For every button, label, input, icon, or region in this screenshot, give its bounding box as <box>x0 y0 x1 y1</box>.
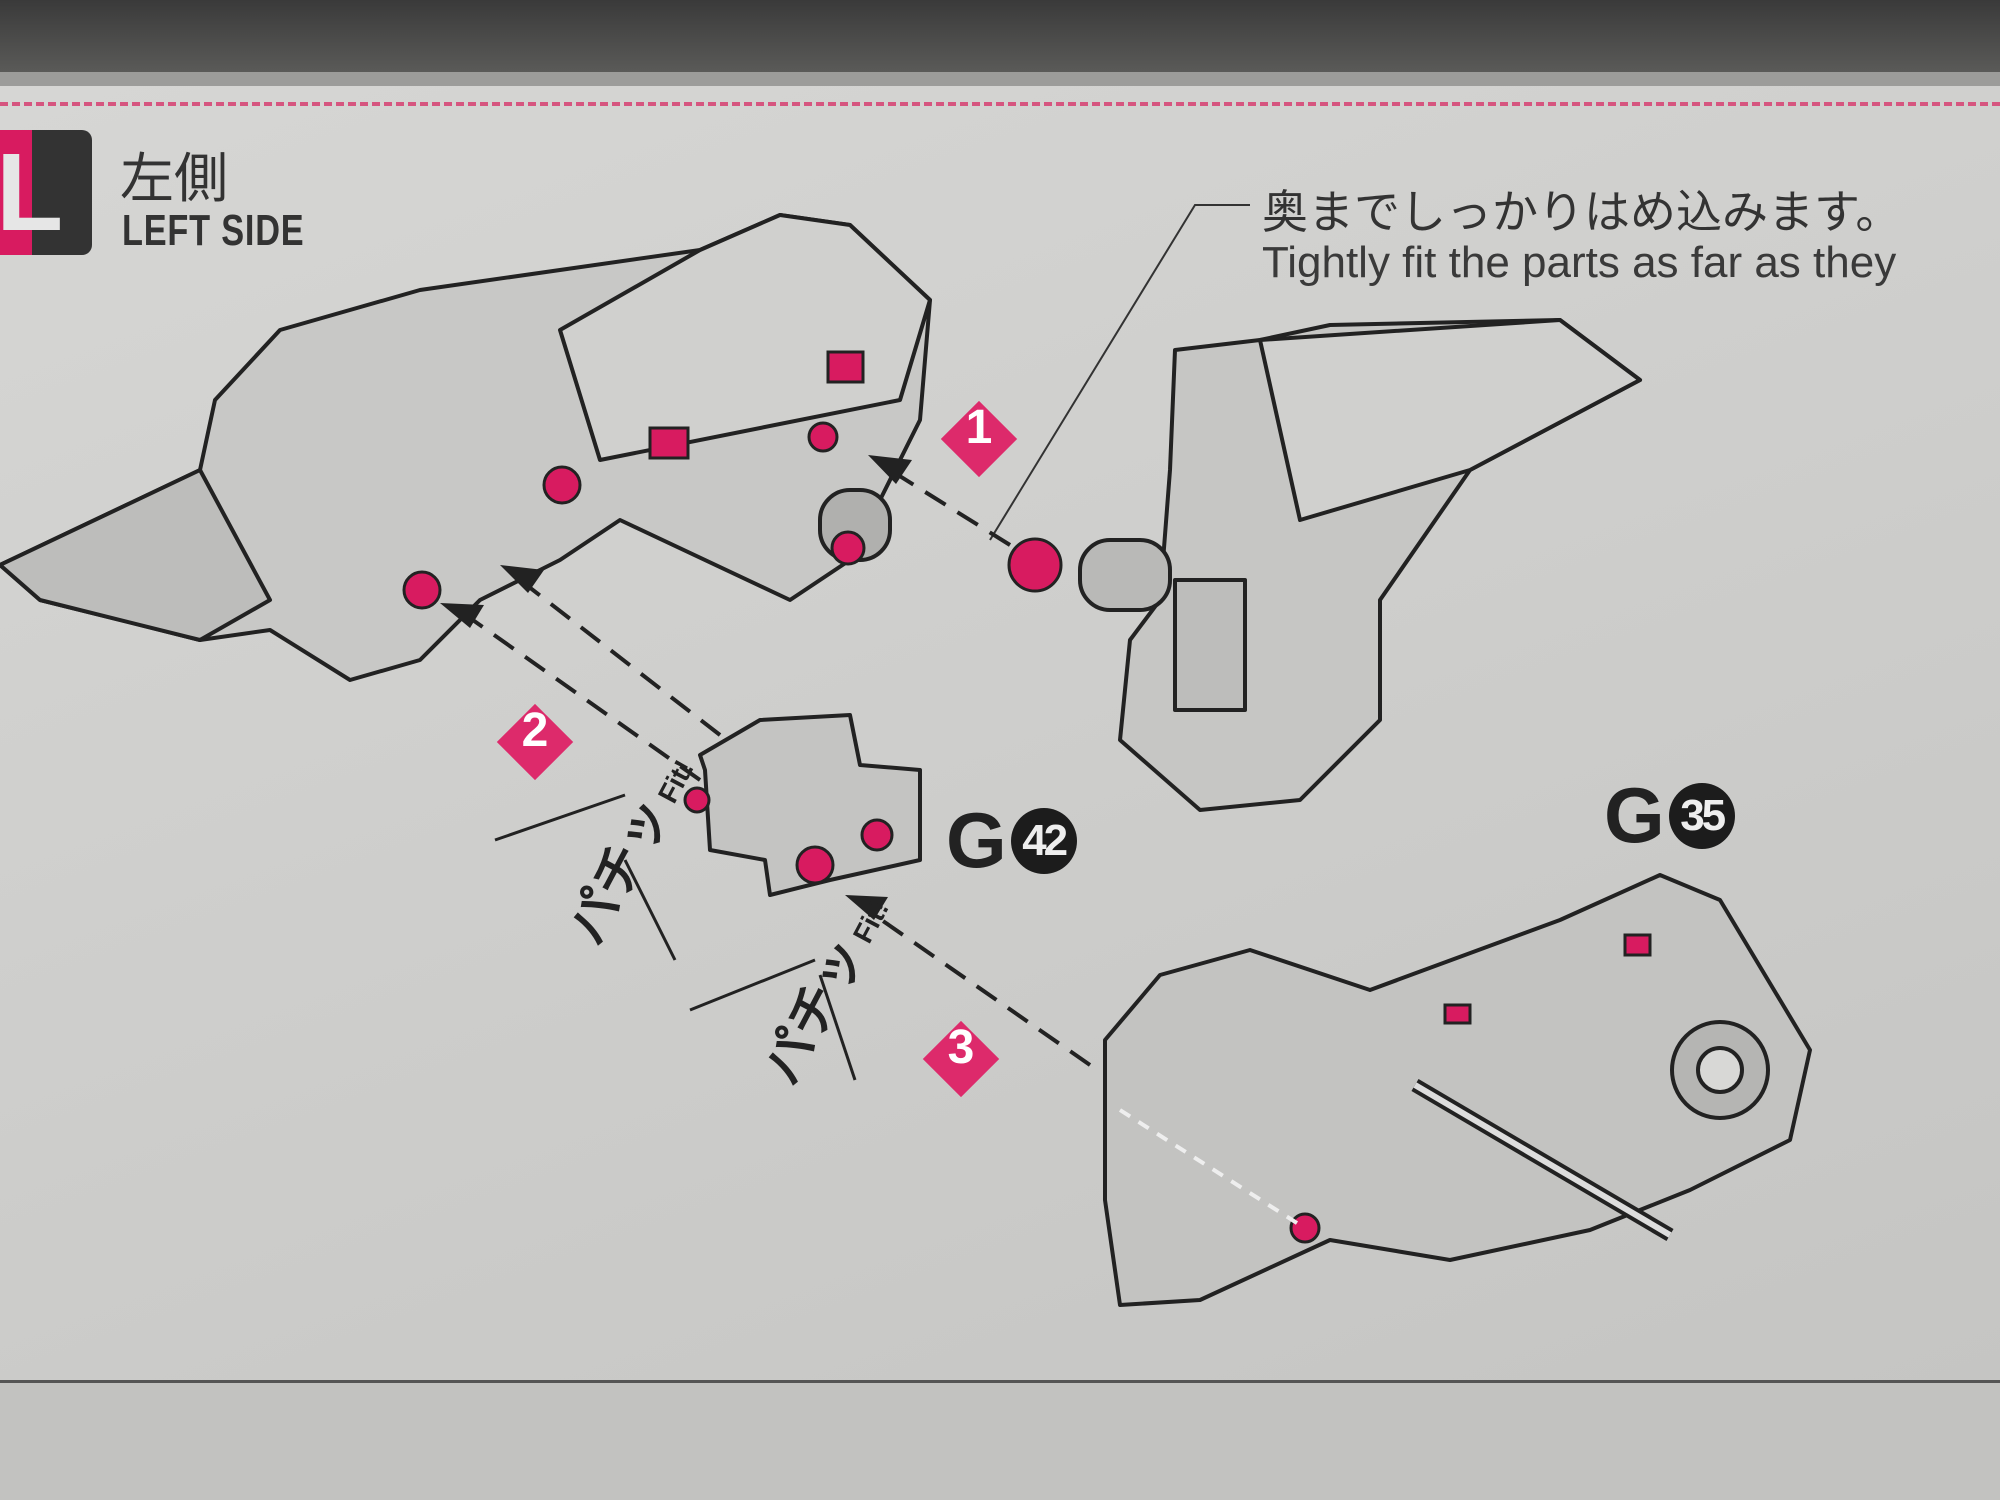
section-divider-dashed <box>0 102 2000 106</box>
part-number: 42 <box>1010 807 1077 874</box>
part-label-g42: G 42 <box>946 795 1077 886</box>
callout-leader-line <box>989 204 1250 541</box>
part-g35-marks <box>1289 933 1652 1244</box>
badge-accent <box>0 130 32 255</box>
step-2-marker: 2 <box>496 703 574 781</box>
part-g42-pegs <box>683 786 894 885</box>
part-label-g35: G 35 <box>1604 770 1735 861</box>
section-title-jp: 左側 <box>120 147 228 210</box>
step-1-marker: 1 <box>940 400 1018 478</box>
callout-note-en: Tightly fit the parts as far as they <box>1262 238 1897 287</box>
part-number: 35 <box>1668 782 1735 849</box>
peg-holes <box>402 350 866 610</box>
part-g42 <box>698 713 922 897</box>
callout-note-jp: 奥までしっかりはめ込みます。 <box>1262 185 1902 239</box>
step-number: 2 <box>521 704 549 757</box>
armor-part <box>1078 318 1642 812</box>
manual-page <box>0 72 2000 1500</box>
section-badge: L <box>0 130 92 255</box>
lower-page-area <box>0 1383 2000 1500</box>
assembly-guide-lines <box>468 468 1302 1227</box>
arrowheads <box>440 455 912 920</box>
armor-peg <box>1007 537 1063 593</box>
section-bottom-rule <box>0 1380 2000 1383</box>
runner-letter: G <box>1604 771 1665 859</box>
part-g35 <box>1103 873 1812 1307</box>
section-title-en: LEFT SIDE <box>122 206 305 255</box>
step-number: 1 <box>965 401 993 454</box>
badge-letter: L <box>0 131 64 254</box>
runner-letter: G <box>946 796 1007 884</box>
step-number: 3 <box>947 1021 975 1074</box>
step-3-marker: 3 <box>922 1020 1000 1098</box>
background-top-band <box>0 0 2000 72</box>
page-edge <box>0 72 2000 86</box>
fit-lines <box>494 793 857 1081</box>
